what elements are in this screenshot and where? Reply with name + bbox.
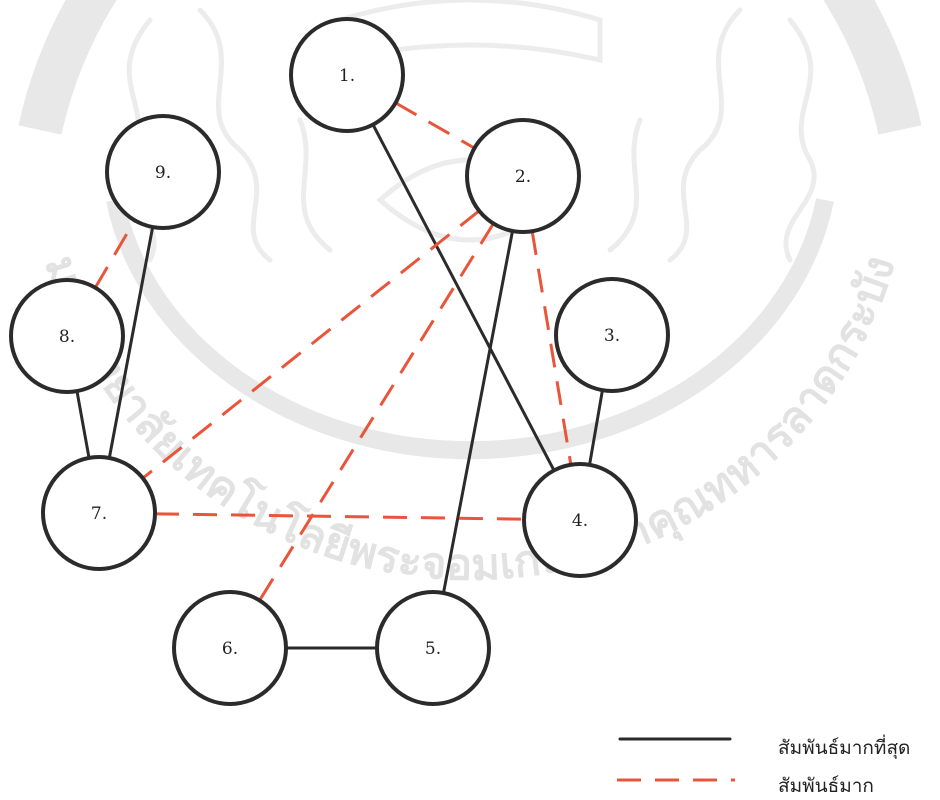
- node-3: 3.: [554, 277, 670, 393]
- edge-7-9-solid: [107, 225, 155, 460]
- edge-2-7-dashed: [141, 209, 481, 480]
- edge-7-8-solid: [75, 389, 91, 460]
- node-circle-7: [41, 455, 157, 571]
- node-circle-6: [172, 590, 288, 706]
- node-label-5: 5.: [425, 639, 441, 659]
- node-circle-2: [465, 118, 581, 234]
- node-label-3: 3.: [604, 326, 620, 346]
- node-label-9: 9.: [155, 163, 171, 183]
- node-circle-8: [9, 278, 125, 394]
- edge-1-2-dashed: [394, 101, 476, 150]
- node-circle-3: [554, 277, 670, 393]
- edge-8-9-dashed: [93, 219, 137, 289]
- edge-1-4-solid: [371, 123, 556, 472]
- edges-layer: [75, 101, 604, 650]
- watermark-seal: มหาวิทยาลัยเทคโนโลยีพระจอมเกล้าเจ้าคุณทห…: [18, 0, 922, 591]
- nodes-layer: 1. 2. 3. 4. 5. 6. 7. 8. 9.: [9, 17, 670, 706]
- node-circle-9: [105, 114, 221, 230]
- node-label-8: 8.: [59, 327, 75, 347]
- node-6: 6.: [172, 590, 288, 706]
- node-label-4: 4.: [572, 511, 588, 531]
- legend: สัมพันธ์มากที่สุด สัมพันธ์มาก: [617, 734, 910, 797]
- node-4: 4.: [522, 462, 638, 578]
- edge-7-4-dashed: [154, 512, 525, 521]
- node-label-2: 2.: [515, 167, 531, 187]
- edge-2-4-dashed: [530, 231, 573, 465]
- edge-2-5-solid: [441, 229, 515, 595]
- node-label-6: 6.: [222, 639, 238, 659]
- legend-dashed-label: สัมพันธ์มาก: [778, 775, 874, 797]
- node-label-1: 1.: [339, 66, 355, 86]
- edge-3-4-solid: [588, 388, 604, 467]
- legend-solid-label: สัมพันธ์มากที่สุด: [778, 734, 910, 760]
- node-circle-4: [522, 462, 638, 578]
- node-7: 7.: [41, 455, 157, 571]
- node-9: 9.: [105, 114, 221, 230]
- node-circle-1: [289, 17, 405, 133]
- node-2: 2.: [465, 118, 581, 234]
- node-8: 8.: [9, 278, 125, 394]
- node-1: 1.: [289, 17, 405, 133]
- node-label-7: 7.: [91, 504, 107, 524]
- node-circle-5: [375, 590, 491, 706]
- node-5: 5.: [375, 590, 491, 706]
